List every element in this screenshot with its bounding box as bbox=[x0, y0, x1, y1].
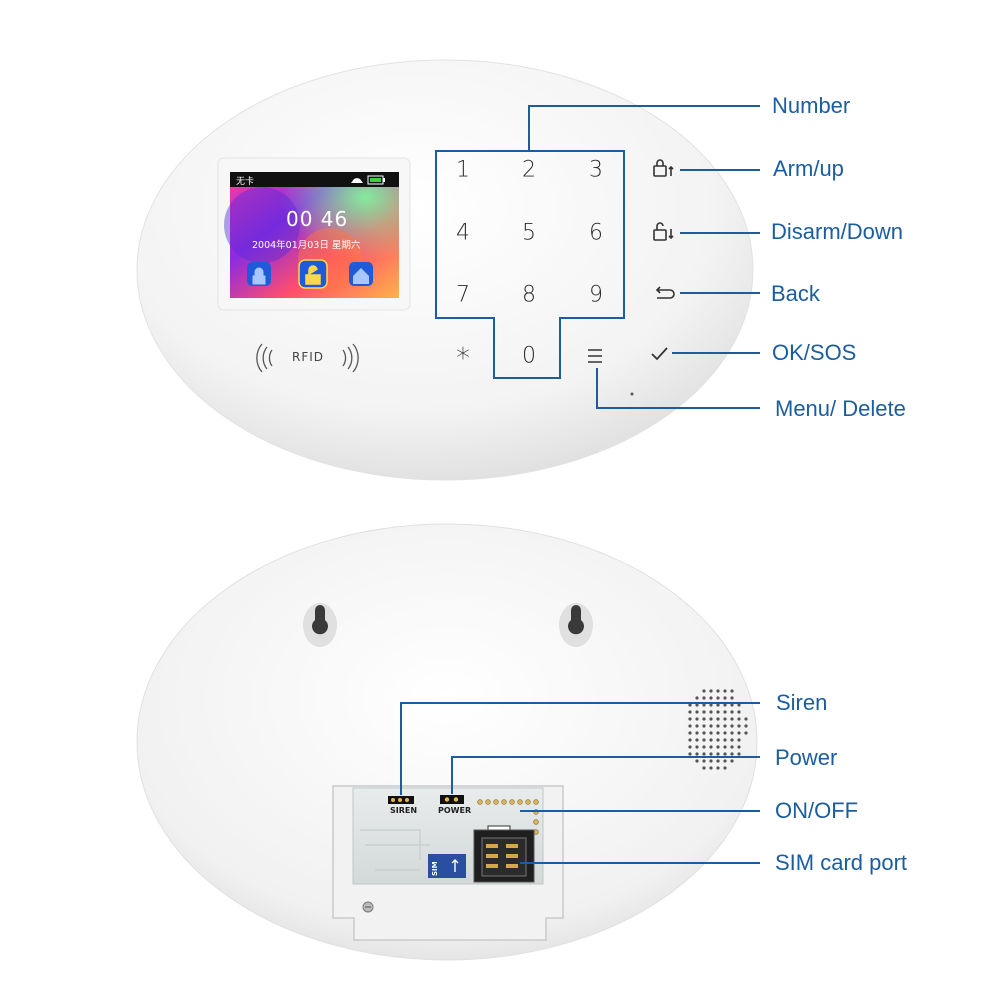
wall-mount-hole-right bbox=[559, 603, 593, 647]
carrier-status: 无卡 bbox=[236, 177, 255, 187]
clock-time: 00 46 bbox=[286, 207, 349, 231]
label-sim-card-port: SIM card port bbox=[775, 850, 908, 875]
rfid-icon bbox=[256, 343, 359, 373]
key-8[interactable]: 8 bbox=[522, 282, 536, 308]
label-ok-sos: OK/SOS bbox=[772, 340, 857, 365]
label-disarm-down: Disarm/Down bbox=[771, 219, 904, 244]
key-star[interactable]: * bbox=[456, 341, 470, 375]
speaker-grille bbox=[688, 689, 748, 770]
clock-date: 2004年01月03日 星期六 bbox=[252, 240, 361, 251]
callout-lines-back bbox=[400, 702, 760, 864]
menu-delete-icon[interactable] bbox=[588, 349, 602, 363]
sim-card-slot bbox=[473, 829, 535, 883]
disarm-down-icon[interactable] bbox=[653, 222, 674, 241]
sim-direction-badge bbox=[428, 854, 466, 878]
key-7[interactable]: 7 bbox=[456, 282, 470, 308]
key-6[interactable]: 6 bbox=[589, 220, 603, 246]
key-4[interactable]: 4 bbox=[456, 220, 470, 246]
back-icon[interactable] bbox=[655, 286, 675, 299]
key-0[interactable]: 0 bbox=[522, 343, 536, 369]
key-9[interactable]: 9 bbox=[589, 282, 603, 308]
key-1[interactable]: 1 bbox=[456, 157, 470, 183]
back-panel bbox=[136, 523, 760, 961]
label-power: Power bbox=[775, 745, 838, 770]
key-2[interactable]: 2 bbox=[522, 157, 536, 183]
key-3[interactable]: 3 bbox=[589, 157, 603, 183]
lcd-screen bbox=[224, 172, 399, 298]
label-on-off: ON/OFF bbox=[775, 798, 859, 823]
ok-sos-icon[interactable] bbox=[651, 347, 668, 361]
on-off-header bbox=[477, 799, 539, 835]
power-port-label: POWER bbox=[438, 806, 472, 815]
label-number: Number bbox=[772, 93, 851, 118]
siren-port-label: SIREN bbox=[390, 806, 418, 815]
number-keys-outline bbox=[435, 150, 625, 379]
front-panel bbox=[136, 59, 760, 481]
label-back: Back bbox=[771, 281, 820, 306]
callout-lines-front bbox=[528, 105, 760, 409]
label-menu-delete: Menu/ Delete bbox=[775, 396, 906, 421]
rfid-label: RFID bbox=[292, 350, 325, 364]
label-siren: Siren bbox=[776, 690, 828, 715]
label-arm-up: Arm/up bbox=[773, 156, 844, 181]
sim-badge-label: SIM bbox=[431, 861, 439, 876]
wifi-icon bbox=[351, 178, 363, 183]
arm-up-icon[interactable] bbox=[653, 159, 674, 177]
wall-mount-hole-left bbox=[303, 603, 337, 647]
key-5[interactable]: 5 bbox=[522, 220, 536, 246]
